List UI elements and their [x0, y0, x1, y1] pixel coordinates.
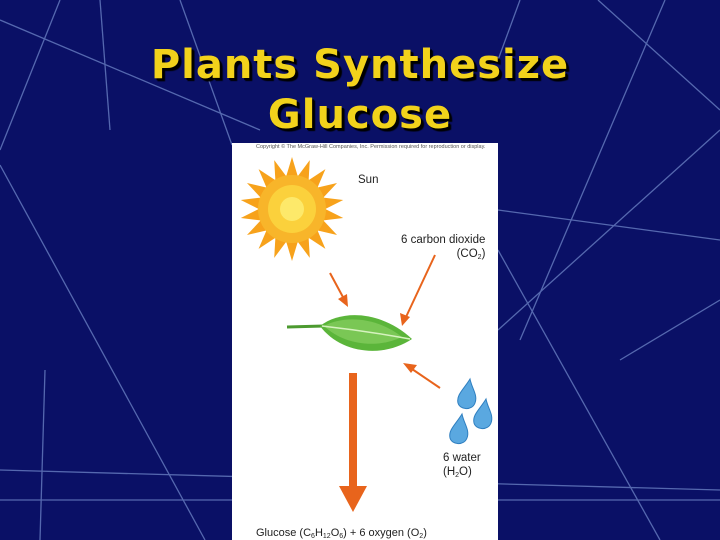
co2-formula: (CO2) [456, 248, 486, 261]
copyright-notice: Copyright © The McGraw-Hill Companies, I… [256, 144, 486, 150]
water-text: 6 water [443, 452, 481, 464]
water-drops-icon [449, 377, 493, 445]
diagram-art [240, 157, 493, 512]
sun-to-leaf-arrow-icon [329, 272, 348, 307]
glucose-output-arrow-icon [339, 373, 367, 512]
title-line-1: Plants Synthesize [150, 42, 570, 88]
sun-icon [240, 157, 344, 261]
co2-to-leaf-arrow-icon [400, 254, 436, 326]
photosynthesis-diagram: Copyright © The McGraw-Hill Companies, I… [232, 143, 498, 540]
co2-label: 6 carbon dioxide (CO2) [401, 233, 485, 265]
water-to-leaf-arrow-icon [403, 363, 441, 389]
co2-text: 6 carbon dioxide [401, 234, 486, 246]
photosynthesis-equation: Glucose (C6H12O6) + 6 oxygen (O2) [256, 527, 427, 540]
slide-title: Plants Synthesize Glucose [0, 40, 720, 140]
leaf-icon [286, 315, 412, 351]
water-label: 6 water (H2O) [443, 451, 481, 483]
sun-label: Sun [358, 174, 379, 186]
water-formula: (H2O) [443, 466, 472, 479]
title-line-2: Glucose [267, 92, 453, 138]
